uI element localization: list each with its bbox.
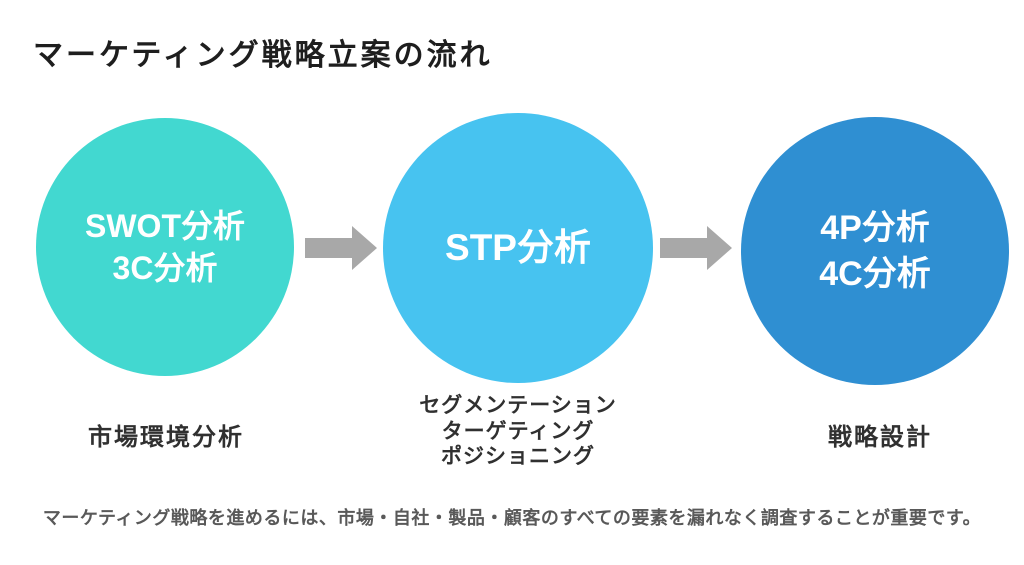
step1-label: 市場環境分析 xyxy=(16,417,316,452)
step2-label: セグメンテーション ターゲティング ポジショニング xyxy=(368,393,668,470)
footer-note: マーケティング戦略を進めるには、市場・自社・製品・顧客のすべての要素を漏れなく調… xyxy=(42,508,982,528)
arrow-right-icon xyxy=(305,226,377,270)
step2-label-line2: ターゲティング xyxy=(441,419,595,443)
step3-circle-4p-4c: 4P分析 4C分析 xyxy=(741,117,1009,385)
step1-circle-line1: SWOT分析 xyxy=(85,208,245,244)
step1-circle-swot-3c: SWOT分析 3C分析 xyxy=(36,118,294,376)
step3-label: 戦略設計 xyxy=(730,417,1024,452)
step2-label-line1: セグメンテーション xyxy=(419,394,617,417)
step3-circle-line2: 4C分析 xyxy=(819,255,931,293)
step1-circle-line2: 3C分析 xyxy=(112,250,218,286)
step2-circle-line1: STP分析 xyxy=(445,227,591,268)
step3-circle-line1: 4P分析 xyxy=(820,209,930,247)
arrow-right-icon xyxy=(660,226,732,270)
page-title: マーケティング戦略立案の流れ xyxy=(33,39,493,72)
step3-label-line1: 戦略設計 xyxy=(828,424,932,451)
step2-label-line3: ポジショニング xyxy=(441,445,595,468)
step2-circle-stp: STP分析 xyxy=(383,113,653,383)
step1-label-line1: 市場環境分析 xyxy=(88,424,244,451)
